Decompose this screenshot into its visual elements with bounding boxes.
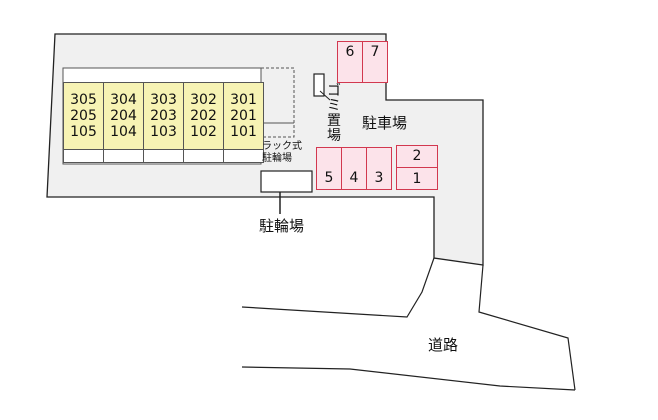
unit-number: 205 [70,108,97,124]
balcony-strip [103,149,144,163]
road-edge-right [478,264,576,391]
bicycle-parking-label: 駐輪場 [259,217,305,235]
unit-number: 305 [70,92,97,108]
unit-column: 305 205 105 [63,82,104,150]
apartment-units: 305 205 105 304 204 104 303 203 103 302 … [63,82,264,163]
unit-number: 101 [230,124,257,140]
parking-space: 7 [362,41,388,83]
parking-space: 6 [337,41,363,83]
parking-space: 3 [366,147,392,190]
unit-number: 103 [150,124,177,140]
balcony-strip [223,149,264,163]
unit-number: 302 [190,92,217,108]
unit-number: 304 [110,92,137,108]
unit-column: 303 203 103 [143,82,184,150]
garbage-label-char: ミ [327,98,341,114]
parking-space: 5 [316,147,342,190]
garbage-label-char: ゴ [327,83,341,99]
balcony-strip [183,149,224,163]
unit-number: 301 [230,92,257,108]
unit-number: 203 [150,108,177,124]
garbage-label-char: 置 [327,113,341,129]
garbage-pointer [319,90,331,101]
rack-bicycle-label: ラック式 駐輪場 [262,141,302,165]
rack-bicycle-area [260,67,295,124]
unit-number: 104 [110,124,137,140]
unit-number: 201 [230,108,257,124]
balcony-strip [143,149,184,163]
car-parking-label: 駐車場 [362,114,408,132]
unit-number: 102 [190,124,217,140]
garbage-label: ゴ ミ 置 場 [325,84,343,144]
parking-space: 1 [396,167,438,190]
garbage-box [313,73,325,97]
bicycle-parking-box [260,170,313,193]
road-edge-left [241,257,435,318]
rack-bicycle-label-line: ラック式 [262,141,302,152]
unit-number: 204 [110,108,137,124]
unit-column: 301 201 101 [223,82,264,150]
unit-column: 304 204 104 [103,82,144,150]
unit-number: 202 [190,108,217,124]
road-edge-bottom [241,366,576,391]
garbage-label-char: 場 [327,128,341,144]
unit-number: 303 [150,92,177,108]
road-label: 道路 [428,336,459,354]
balcony-strip [63,149,104,163]
unit-number: 105 [70,124,97,140]
parking-space: 2 [396,145,438,168]
unit-column: 302 202 102 [183,82,224,150]
rack-bicycle-label-line: 駐輪場 [262,153,292,164]
parking-space: 4 [341,147,367,190]
